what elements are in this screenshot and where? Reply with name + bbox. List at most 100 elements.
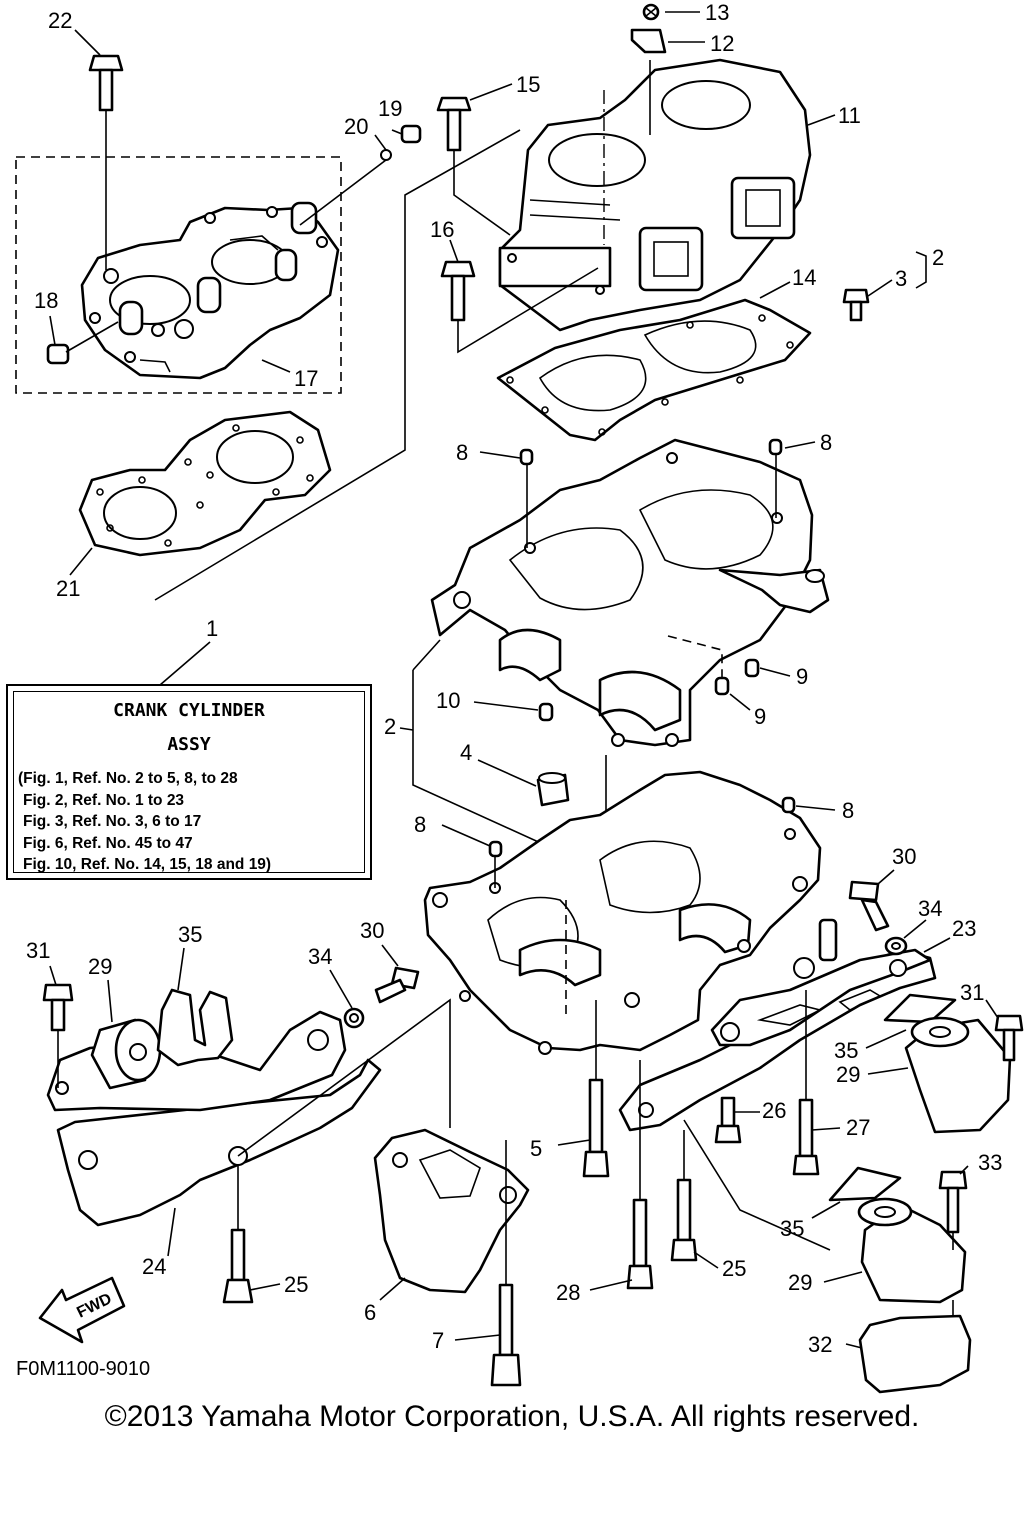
callout-8-a: 8	[456, 440, 468, 465]
callout-31-right: 31	[960, 980, 984, 1005]
callout-11: 11	[838, 103, 861, 128]
callout-12: 12	[710, 31, 734, 56]
callout-32: 32	[808, 1332, 832, 1357]
bolt-30-right	[848, 880, 890, 932]
callout-5: 5	[530, 1136, 542, 1161]
bolt-15	[436, 96, 511, 236]
info-box-line: Fig. 10, Ref. No. 14, 15, 18 and 19)	[23, 856, 272, 873]
engine-mount-6	[373, 1128, 530, 1294]
info-box-line: (Fig. 1, Ref. No. 2 to 5, 8, to 28	[18, 770, 238, 787]
callout-17: 17	[294, 366, 318, 391]
callout-8-b: 8	[820, 430, 832, 455]
damper-35-left	[156, 988, 234, 1067]
bolt-18	[46, 321, 119, 365]
callout-27: 27	[846, 1115, 870, 1140]
bolt-27	[792, 1098, 820, 1176]
callout-29-left: 29	[88, 954, 112, 979]
callout-14: 14	[792, 265, 816, 290]
cover-32	[858, 1314, 972, 1394]
info-box-reference-list: (Fig. 1, Ref. No. 2 to 5, 8, to 28 Fig. …	[18, 768, 271, 876]
screw-13	[642, 3, 660, 21]
callout-18: 18	[34, 288, 58, 313]
callout-28: 28	[556, 1280, 580, 1305]
cylinder-gasket-14	[496, 298, 812, 442]
damper-35-right-upper	[883, 993, 957, 1024]
callout-leaders	[49, 11, 999, 1349]
callout-35-right-upper: 35	[834, 1038, 858, 1063]
callout-34-right: 34	[918, 896, 942, 921]
washer-34-left	[343, 1007, 365, 1029]
callout-9-b: 9	[754, 704, 766, 729]
bracket-12	[630, 28, 667, 54]
callout-7: 7	[432, 1328, 444, 1353]
figure-code: F0M1100-9010	[16, 1358, 151, 1380]
callout-25-left: 25	[284, 1272, 308, 1297]
bolt-33	[938, 1170, 968, 1250]
info-box-title-line2: ASSY	[167, 734, 211, 755]
cap-19	[380, 124, 422, 161]
info-box-line: Fig. 2, Ref. No. 1 to 23	[23, 791, 185, 809]
fwd-arrow-icon: FWD	[38, 1276, 126, 1344]
callout-10: 10	[436, 688, 460, 713]
bolt-5	[582, 1078, 610, 1178]
callout-3: 3	[895, 266, 907, 291]
info-box-inner-border	[13, 691, 365, 873]
callout-4: 4	[460, 740, 472, 765]
callout-19: 19	[378, 96, 402, 121]
callout-31-left: 31	[26, 938, 50, 963]
callout-16: 16	[430, 217, 454, 242]
info-box-line: Fig. 6, Ref. No. 45 to 47	[23, 834, 193, 852]
callout-35-right-lower: 35	[780, 1216, 804, 1241]
bolt-31-left	[42, 983, 74, 1088]
engine-mount-bracket-23	[618, 918, 937, 1132]
collar-4	[536, 772, 570, 807]
bolt-30-left	[374, 966, 420, 1004]
rubber-mount-29-right-lower	[857, 1197, 967, 1304]
bolt-22	[88, 54, 124, 270]
callout-labels: 22 13 12 15 11 19 20 16 14 3 2 18 17 21 …	[26, 0, 1002, 1357]
callout-21: 21	[56, 576, 80, 601]
bolt-25-left	[222, 1228, 254, 1304]
callout-6: 6	[364, 1300, 376, 1325]
bolt-16	[440, 260, 599, 354]
callout-20: 20	[344, 114, 368, 139]
rubber-mount-29-left	[90, 1018, 162, 1090]
copyright-notice: ©2013 Yamaha Motor Corporation, U.S.A. A…	[104, 1400, 920, 1433]
callout-30-left: 30	[360, 918, 384, 943]
callout-35-left: 35	[178, 922, 202, 947]
callout-22: 22	[48, 8, 72, 33]
bolt-28	[626, 1198, 654, 1290]
callout-34-left: 34	[308, 944, 332, 969]
bolt-26	[714, 1096, 742, 1144]
callout-24: 24	[142, 1254, 166, 1279]
callout-23: 23	[952, 916, 976, 941]
cylinder-block-11	[498, 58, 812, 332]
damper-35-right-lower	[828, 1166, 902, 1202]
info-box-line: Fig. 3, Ref. No. 3, 6 to 17	[23, 813, 202, 830]
callout-29-right-lower: 29	[788, 1270, 812, 1295]
callout-33: 33	[978, 1150, 1002, 1175]
callout-2: 2	[384, 714, 396, 739]
callout-25-right: 25	[722, 1256, 746, 1281]
callout-26: 26	[762, 1098, 786, 1123]
callout-15: 15	[516, 72, 540, 97]
info-box-title-line1: CRANK CYLINDER	[113, 700, 265, 721]
cylinder-head-17	[15, 156, 342, 394]
head-gasket-21	[78, 410, 332, 557]
callout-13: 13	[705, 0, 729, 25]
lower-crankcase	[423, 770, 822, 1055]
callout-9-a: 9	[796, 664, 808, 689]
bolt-25-right	[670, 1178, 698, 1262]
callout-8-d: 8	[842, 798, 854, 823]
rubber-mount-29-right-upper	[904, 1016, 1012, 1134]
callout-2-top: 2	[932, 245, 944, 270]
crank-cylinder-assy-info-box: CRANK CYLINDER ASSY (Fig. 1, Ref. No. 2 …	[6, 684, 372, 880]
washer-34-right	[884, 936, 908, 956]
callout-30-right: 30	[892, 844, 916, 869]
callout-8-c: 8	[414, 812, 426, 837]
bolt-3	[842, 288, 870, 322]
bolt-31-right	[994, 1014, 1024, 1062]
upper-crankcase	[430, 438, 830, 747]
bolt-7	[490, 1283, 522, 1387]
